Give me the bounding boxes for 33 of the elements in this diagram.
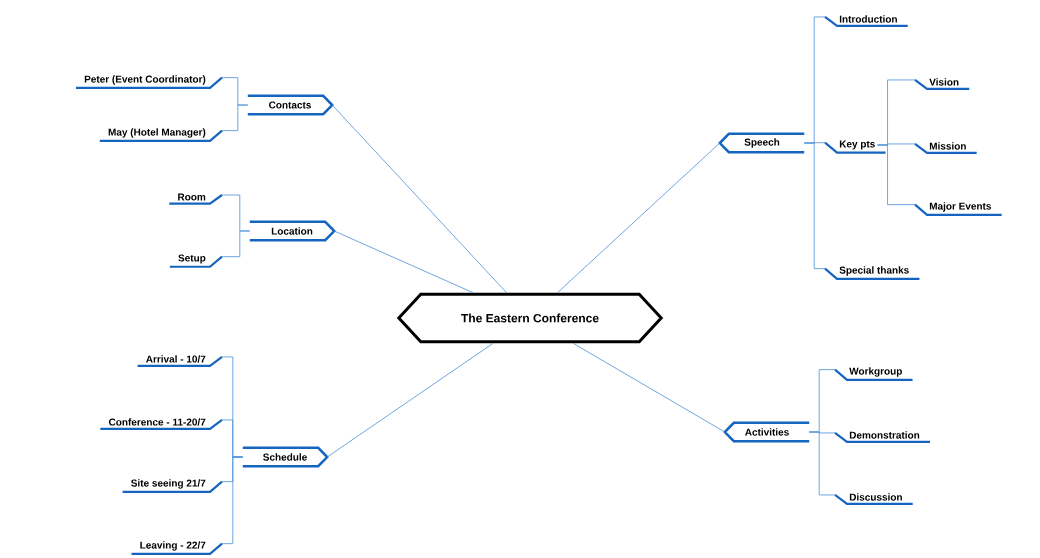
underlined-topic: Leaving - 22/7 [131, 541, 223, 555]
branch-node: Contacts [247, 94, 334, 116]
connector-line [333, 230, 474, 294]
underlined-topic: Workgroup [834, 367, 913, 381]
connector-line [572, 342, 726, 433]
underlined-topic: Setup [169, 254, 223, 268]
underlined-topic: Conference - 11-20/7 [100, 418, 223, 431]
underlined-topic: Peter (Event Coordinator) [75, 75, 223, 89]
connector-line [556, 142, 721, 294]
connector-line [221, 230, 251, 258]
underlined-topic: Room [169, 193, 223, 205]
connector-line [326, 342, 494, 458]
branch-node: Speech [718, 132, 805, 154]
connector-line [221, 456, 244, 545]
branch-node: Schedule [242, 446, 329, 468]
underlined-topic: Vision [914, 78, 970, 90]
connector-line [221, 104, 249, 132]
underlined-topic: Key pts [824, 140, 886, 154]
underlined-topic: Special thanks [824, 266, 920, 280]
underlined-topic: Discussion [834, 493, 913, 505]
underlined-topic: Introduction [824, 15, 908, 27]
underlined-topic: Demonstration [834, 431, 930, 443]
connector-line [877, 144, 916, 206]
underlined-topic: Mission [914, 142, 977, 154]
connector-line [331, 104, 508, 294]
branch-node: Activities [723, 421, 810, 443]
connector-line [803, 142, 826, 270]
connector-line [808, 431, 836, 496]
underlined-topic: May (Hotel Manager) [99, 128, 223, 142]
branch-node: Location [249, 220, 336, 242]
underlined-topic: Major Events [914, 202, 1002, 216]
underlined-topic: Site seeing 21/7 [122, 479, 223, 493]
underlined-topic: Arrival - 10/7 [137, 355, 223, 368]
